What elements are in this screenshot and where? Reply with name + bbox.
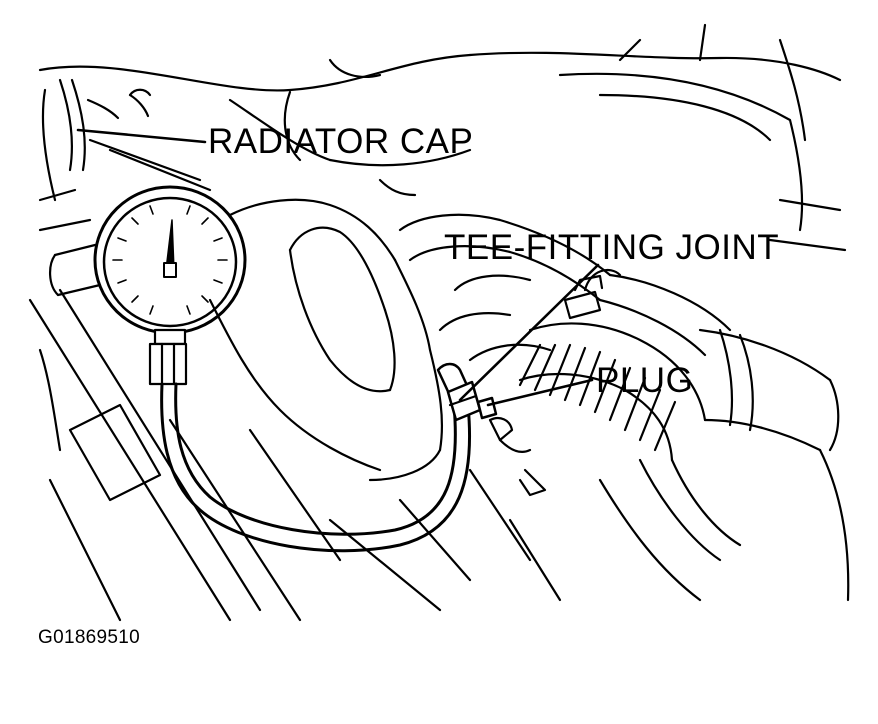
engine-bay-background xyxy=(28,23,850,622)
leader-plug xyxy=(486,378,594,407)
label-radiator-cap: RADIATOR CAP xyxy=(208,122,474,161)
gauge-ticks xyxy=(112,205,228,315)
leader-tee-fitting-joint xyxy=(458,263,600,402)
pressure-gauge xyxy=(93,185,247,386)
tee-fitting xyxy=(436,362,482,422)
figure-id: G01869510 xyxy=(38,627,141,648)
test-hose xyxy=(160,382,472,553)
leader-lines xyxy=(76,128,600,407)
label-plug: PLUG xyxy=(596,361,694,400)
leader-radiator-cap xyxy=(76,128,207,144)
plug xyxy=(476,396,498,420)
label-tee-fitting-joint: TEE-FITTING JOINT xyxy=(444,228,780,267)
